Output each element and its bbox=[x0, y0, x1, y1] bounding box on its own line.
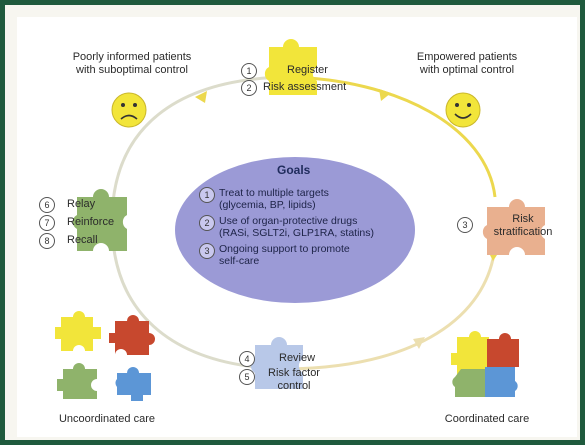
goal-3-line-2: self-care bbox=[219, 255, 260, 267]
step-risk-factor-control-label: Risk factor control bbox=[268, 367, 320, 392]
poorly-informed-line-2: with suboptimal control bbox=[76, 64, 188, 76]
goal-2-line-2: (RASi, SGLT2i, GLP1RA, statins) bbox=[219, 227, 375, 239]
goal-2-number: 2 bbox=[199, 215, 215, 231]
goal-3-line-1: Ongoing support to promote bbox=[219, 243, 350, 255]
step-review-label: Review bbox=[279, 352, 316, 364]
step-4-number: 4 bbox=[239, 351, 255, 367]
puzzle-piece-icon bbox=[250, 337, 303, 389]
step-relay-label: Relay bbox=[67, 198, 96, 210]
goal-2-line-1: Use of organ-protective drugs bbox=[219, 215, 358, 227]
empowered-line-1: Empowered patients bbox=[416, 51, 518, 63]
happy-face-icon bbox=[445, 92, 481, 128]
puzzle-piece-icon bbox=[264, 39, 317, 95]
step-register-label: Register bbox=[287, 64, 328, 76]
step-8-number: 8 bbox=[39, 233, 55, 249]
diagram-canvas: Poorly informed patients with suboptimal… bbox=[17, 17, 577, 437]
goals-ellipse bbox=[175, 157, 415, 303]
arrow-head-top-left bbox=[195, 91, 207, 103]
puzzle-piece-icon bbox=[72, 189, 127, 251]
step-6-number: 6 bbox=[39, 197, 55, 213]
arrow-head-bottom bbox=[413, 337, 425, 349]
coordinated-puzzle-pieces bbox=[451, 331, 519, 397]
cycle-diagram bbox=[55, 39, 545, 401]
goal-1-text: Treat to multiple targets (glycemia, BP,… bbox=[219, 187, 329, 211]
uncoordinated-care-label: Uncoordinated care bbox=[58, 413, 155, 425]
goals-title: Goals bbox=[277, 163, 311, 177]
step-reinforce-label: Reinforce bbox=[67, 216, 115, 228]
puzzle-piece-icon bbox=[482, 199, 545, 255]
step-5-number: 5 bbox=[239, 369, 255, 385]
step-2-number: 2 bbox=[241, 80, 257, 96]
poorly-informed-line-1: Poorly informed patients bbox=[72, 51, 192, 63]
sad-face-icon bbox=[111, 92, 147, 128]
goal-1-line-2: (glycemia, BP, lipids) bbox=[219, 199, 316, 211]
step-recall-label: Recall bbox=[67, 234, 98, 246]
step-risk-assessment-label: Risk assessment bbox=[263, 81, 347, 93]
step-3-number: 3 bbox=[457, 217, 473, 233]
goal-3-number: 3 bbox=[199, 243, 215, 259]
cycle-arc-bottom-right bbox=[286, 246, 497, 371]
empowered-label: Empowered patients with optimal control bbox=[402, 51, 532, 77]
goal-3-text: Ongoing support to promote self-care bbox=[219, 243, 350, 267]
goal-1-number: 1 bbox=[199, 187, 215, 203]
step-7-number: 7 bbox=[39, 215, 55, 231]
step-1-number: 1 bbox=[241, 63, 257, 79]
cycle-arc-right bbox=[286, 75, 497, 198]
coordinated-care-label: Coordinated care bbox=[444, 413, 530, 425]
step-risk-stratification-label: Risk stratification bbox=[493, 213, 553, 238]
arrow-head-top-right bbox=[379, 89, 391, 101]
poorly-informed-label: Poorly informed patients with suboptimal… bbox=[57, 51, 207, 77]
uncoordinated-puzzle-pieces bbox=[55, 311, 155, 401]
goal-1-line-1: Treat to multiple targets bbox=[219, 187, 329, 199]
goal-2-text: Use of organ-protective drugs (RASi, SGL… bbox=[219, 215, 374, 239]
empowered-line-2: with optimal control bbox=[419, 64, 515, 76]
